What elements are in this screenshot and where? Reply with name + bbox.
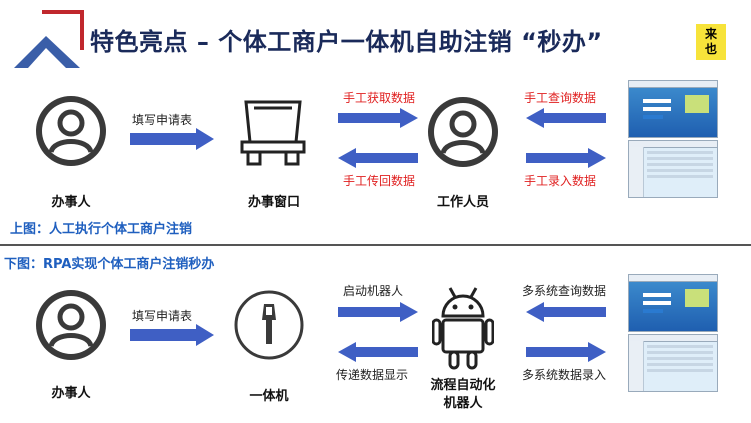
arrow-right-icon [526, 342, 606, 362]
arrow-right-icon [526, 148, 606, 168]
robot-label-line2: 机器人 [443, 396, 483, 411]
person-icon [36, 290, 106, 360]
section-divider [0, 244, 751, 246]
manual-fetch-label: 手工获取数据 [343, 91, 416, 105]
person-icon [428, 97, 498, 167]
system-table-screenshot [628, 334, 718, 392]
staff-label: 工作人员 [436, 195, 489, 210]
applicant-label: 办事人 [51, 386, 91, 401]
laiye-badge: 来也 [696, 24, 726, 60]
applicant-label: 办事人 [51, 195, 91, 210]
manual-return-label: 手工传回数据 [343, 174, 416, 188]
badge-text: 来也 [704, 27, 717, 56]
arrow-right-icon [338, 302, 418, 322]
arrow-right-icon [338, 108, 418, 128]
manual-entry-label: 手工录入数据 [524, 174, 597, 188]
manual-query-label: 手工查询数据 [524, 91, 597, 105]
multi-query-label: 多系统查询数据 [522, 284, 607, 298]
arrow-left-icon [338, 342, 418, 362]
start-robot-label: 启动机器人 [343, 284, 404, 298]
system-login-screenshot [628, 274, 718, 332]
arrow-left-icon [526, 302, 606, 322]
system-login-screenshot [628, 80, 718, 138]
fill-form-label: 填写申请表 [132, 113, 193, 127]
transfer-display-label: 传递数据显示 [336, 368, 409, 382]
top-caption: 上图：人工执行个体工商户注销 [10, 222, 193, 237]
robot-label-line1: 流程自动化 [430, 378, 496, 393]
kiosk-icon [234, 290, 304, 360]
bottom-caption: 下图：RPA实现个体工商户注销秒办 [4, 257, 215, 272]
system-table-screenshot [628, 140, 718, 198]
arrow-left-icon [338, 148, 418, 168]
arrow-left-icon [526, 108, 606, 128]
kiosk-label: 一体机 [249, 389, 289, 404]
multi-entry-label: 多系统数据录入 [522, 368, 607, 382]
fill-form-label: 填写申请表 [132, 309, 193, 323]
service-window-icon [240, 100, 306, 166]
logo-icon [14, 10, 84, 68]
window-label: 办事窗口 [247, 195, 300, 210]
page-title: 特色亮点 – 个体工商户一体机自助注销 “秒办” [90, 28, 603, 56]
android-robot-icon [432, 287, 494, 370]
arrow-right-icon [130, 128, 214, 150]
arrow-right-icon [130, 324, 214, 346]
person-icon [36, 96, 106, 166]
